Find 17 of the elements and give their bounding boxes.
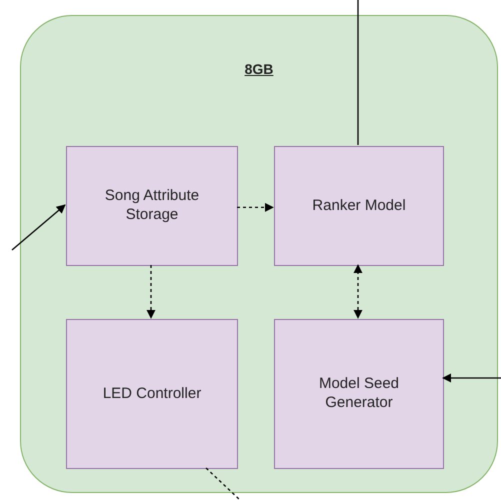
module-box — [66, 146, 238, 266]
module-box — [66, 319, 238, 469]
module-label: Model Seed Generator — [318, 375, 400, 413]
module-label: LED Controller — [102, 384, 202, 404]
module-box — [274, 319, 444, 469]
arrow — [353, 264, 363, 319]
device-container — [20, 15, 498, 493]
heading: 8GB — [244, 61, 274, 78]
connector-line — [206, 468, 240, 500]
module-label: Ranker Model — [311, 196, 407, 216]
arrow — [12, 204, 66, 250]
connector-line — [357, 0, 359, 145]
arrow — [237, 202, 274, 212]
module-box — [274, 146, 444, 266]
arrow — [146, 265, 156, 319]
module-label: Song Attribute Storage — [104, 187, 200, 225]
arrow — [442, 373, 501, 383]
